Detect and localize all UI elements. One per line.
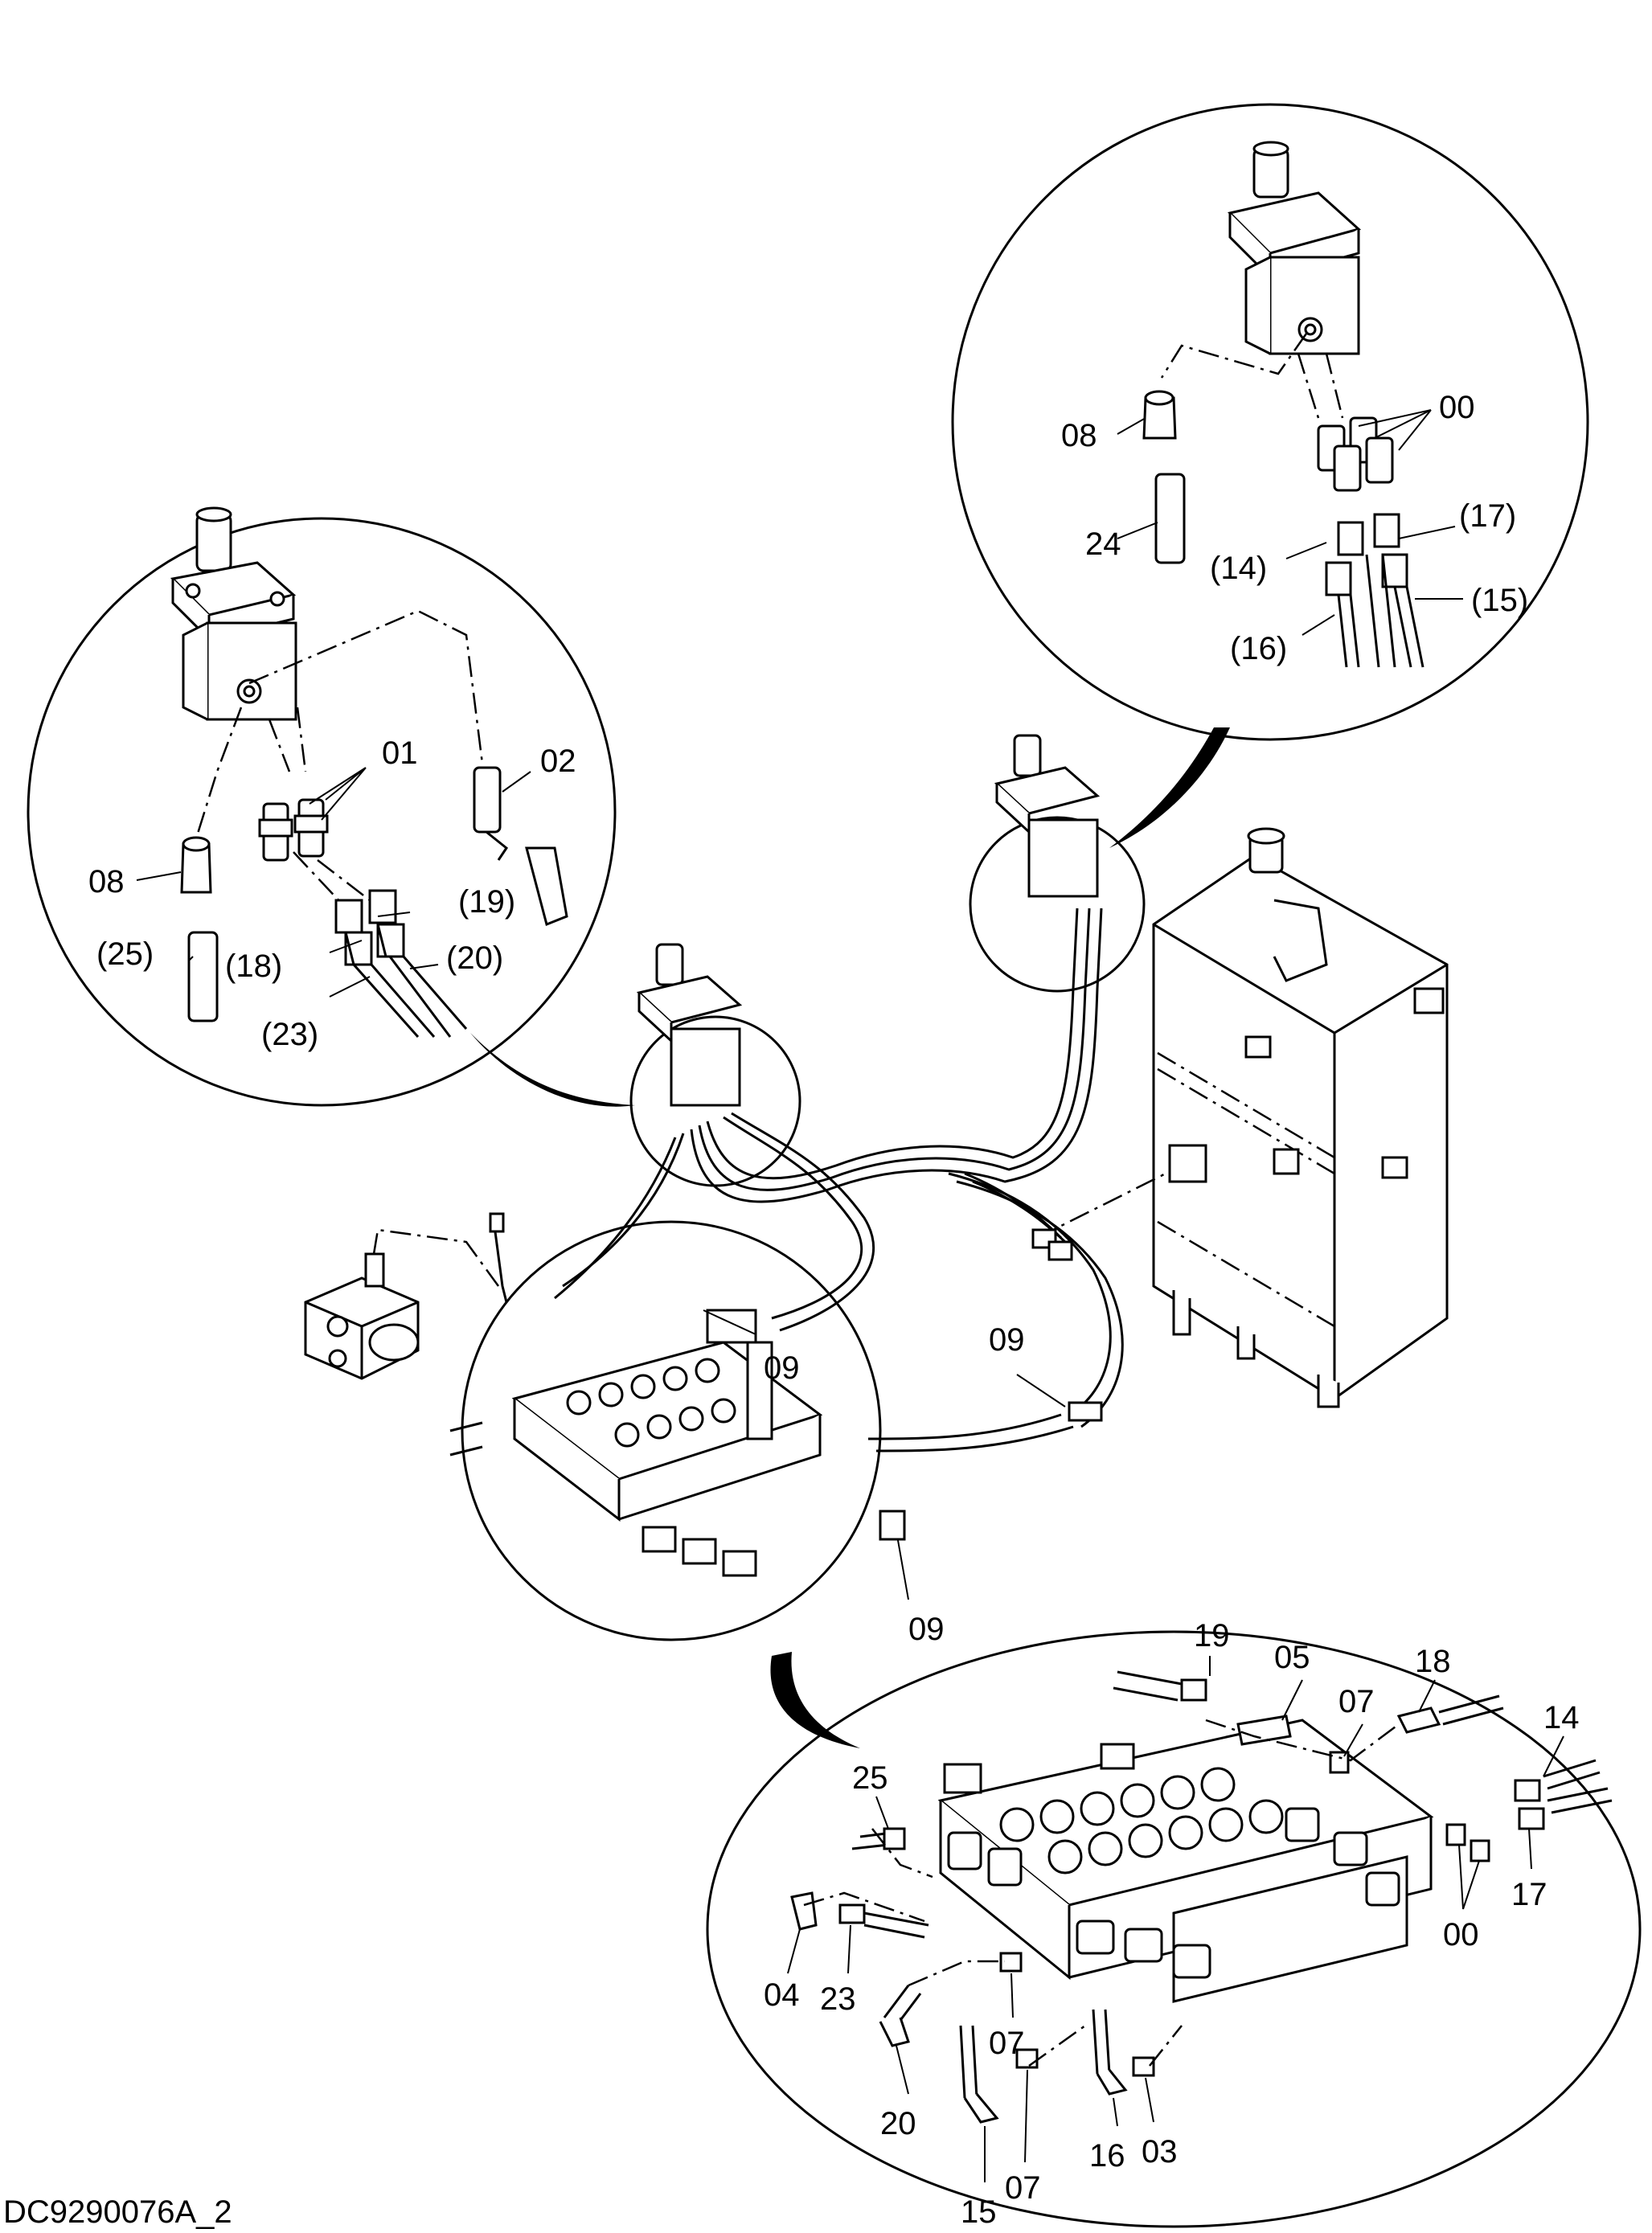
figure-id: DC9290076A_2 [3,2194,232,2229]
callout-23-bottom: 23 [820,1981,856,2017]
callout-09-clamp-3: 09 [908,1612,945,1647]
hose-harness [554,908,1124,1452]
callout-04-bottom: 04 [764,1977,800,2013]
callout-02: 02 [540,744,576,779]
callout-15-right: (15) [1471,583,1528,618]
fittings-00 [1317,416,1394,492]
detail-left-circle [27,517,617,1107]
detail-bottom-ellipse [706,1630,1642,2228]
detail-bottom: 19 05 07 18 14 25 00 17 04 23 07 20 16 0… [706,1618,1642,2230]
detail-left: 01 02 08 (19) (25) (18) (20) (23) [27,506,635,1107]
callout-03-bottom: 03 [1142,2134,1178,2169]
fittings-01 [258,798,329,862]
callout-20-bottom: 20 [880,2106,916,2141]
hydraulic-tank [1152,827,1449,1408]
callout-08-left: 08 [88,864,125,899]
callout-19-bottom: 19 [1194,1618,1230,1653]
callout-15-bottom: 15 [961,2194,997,2229]
callout-16-bottom: 16 [1089,2138,1125,2174]
callout-00-bottom: 00 [1443,1917,1479,1952]
shuttle-valve-block [304,1212,508,1380]
detail-left-pointer [470,1033,635,1107]
callout-17-right: (17) [1459,498,1516,534]
callout-05-bottom: 05 [1274,1640,1310,1675]
callout-16-right: (16) [1230,631,1287,666]
bottom-fittings [790,1670,1613,2124]
callout-00-right: 00 [1439,390,1475,425]
control-valve-exploded [937,1719,1434,2003]
detail-right-pointer [1109,727,1230,848]
right-valve-highlight [969,816,1146,993]
callout-17-bottom: 17 [1511,1877,1547,1912]
callout-25-left: (25) [96,936,154,972]
callout-08-right: 08 [1061,418,1097,453]
callout-01: 01 [382,735,418,771]
left-hoses [334,889,468,1038]
callout-18-left: (18) [225,949,282,984]
fitting-02 [473,766,568,927]
callout-25-bottom: 25 [852,1760,888,1796]
detail-bottom-pointer [770,1652,860,1748]
callout-07-bottom-3: 07 [1005,2170,1041,2206]
callout-14-bottom: 14 [1543,1700,1580,1735]
callout-19-left: (19) [458,884,515,920]
main-left-pilot-valve [636,943,743,1107]
callout-24-right: 24 [1085,526,1121,562]
right-hoses [1325,513,1424,668]
callout-18-bottom: 18 [1415,1644,1451,1679]
callout-07-bottom-2: 07 [989,2026,1025,2061]
callout-23-left: (23) [261,1017,318,1052]
callout-07-bottom-1: 07 [1338,1684,1375,1719]
left-pilot-valve [170,506,297,721]
plug-08 [180,836,219,1022]
detail-right: 00 08 24 (17) (14) (15) (16) [951,103,1589,848]
control-valve-highlight [461,1220,882,1641]
main-right-pilot-valve [994,734,1101,898]
callout-09-clamp-1: 09 [764,1350,800,1386]
detail-right-circle [951,103,1589,741]
callout-09-clamp-2: 09 [989,1322,1025,1358]
main-control-valve [449,1309,823,1577]
callout-20-left: (20) [446,940,503,976]
main-assembly: 09 09 09 [304,734,1449,1647]
right-pilot-valve [1228,141,1362,355]
callout-14-right: (14) [1210,551,1267,586]
